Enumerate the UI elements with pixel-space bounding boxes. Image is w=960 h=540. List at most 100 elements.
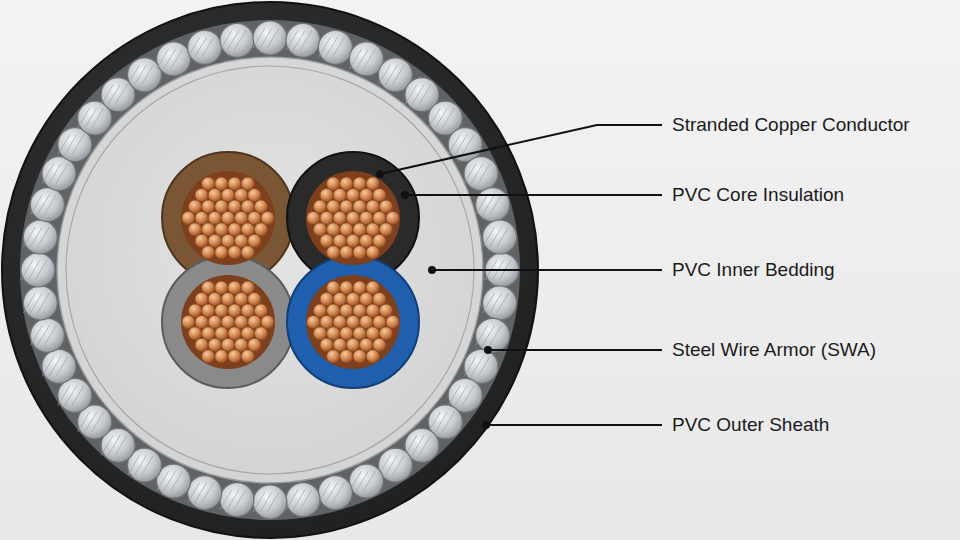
copper-strand bbox=[241, 327, 254, 340]
leader-dot bbox=[482, 421, 490, 429]
copper-strand bbox=[340, 223, 353, 236]
copper-strand bbox=[333, 315, 346, 328]
copper-strand bbox=[202, 350, 215, 363]
core-insulation bbox=[162, 152, 419, 388]
copper-strand bbox=[195, 234, 208, 247]
armor-wire bbox=[378, 448, 412, 482]
copper-strand bbox=[221, 338, 234, 351]
copper-strand bbox=[221, 234, 234, 247]
part-label: PVC Core Insulation bbox=[672, 184, 844, 207]
copper-strand bbox=[353, 177, 366, 190]
armor-wire bbox=[58, 378, 92, 412]
copper-strand bbox=[202, 327, 215, 340]
copper-strand bbox=[313, 327, 326, 340]
copper-strand bbox=[327, 281, 340, 294]
copper-strand bbox=[313, 200, 326, 213]
armor-wire bbox=[42, 349, 76, 383]
copper-strand bbox=[188, 200, 201, 213]
copper-strand bbox=[241, 223, 254, 236]
inner-bedding bbox=[57, 57, 483, 483]
armor-wire bbox=[483, 286, 517, 320]
copper-strand bbox=[360, 293, 373, 306]
copper-strand bbox=[228, 350, 241, 363]
copper-strand bbox=[261, 211, 274, 224]
copper-strand bbox=[333, 293, 346, 306]
armor-wire bbox=[476, 318, 510, 352]
copper-strand bbox=[366, 223, 379, 236]
copper-strand bbox=[353, 304, 366, 317]
copper-conductor bbox=[181, 171, 400, 369]
copper-strand bbox=[360, 211, 373, 224]
armor-wire bbox=[128, 58, 162, 92]
leader-dots bbox=[376, 170, 492, 429]
copper-strand bbox=[386, 211, 399, 224]
armor-wire bbox=[253, 21, 287, 55]
copper-strand bbox=[241, 304, 254, 317]
armor-wire bbox=[318, 30, 352, 64]
copper-strand bbox=[313, 223, 326, 236]
leader-line bbox=[486, 424, 662, 426]
copper-strand bbox=[215, 350, 228, 363]
copper-strand bbox=[202, 246, 215, 259]
copper-strand bbox=[235, 293, 248, 306]
copper-strand bbox=[195, 338, 208, 351]
copper-strand bbox=[248, 211, 261, 224]
copper-strand bbox=[360, 315, 373, 328]
armor-wire bbox=[188, 476, 222, 510]
copper-strand bbox=[320, 189, 333, 202]
copper-strand bbox=[346, 338, 359, 351]
copper-strand bbox=[215, 223, 228, 236]
copper-strand bbox=[228, 281, 241, 294]
copper-strand bbox=[340, 304, 353, 317]
copper-strand bbox=[195, 315, 208, 328]
copper-strand bbox=[366, 350, 379, 363]
armor-wire bbox=[42, 157, 76, 191]
copper-strand bbox=[327, 304, 340, 317]
copper-strand bbox=[373, 189, 386, 202]
copper-strand bbox=[228, 177, 241, 190]
armor-wire bbox=[23, 220, 57, 254]
copper-strand bbox=[235, 189, 248, 202]
armor-wire bbox=[286, 483, 320, 517]
copper-strand bbox=[215, 200, 228, 213]
copper-strand bbox=[320, 315, 333, 328]
copper-strand bbox=[379, 223, 392, 236]
copper-strand bbox=[346, 189, 359, 202]
copper-strand bbox=[353, 223, 366, 236]
copper-strand bbox=[340, 350, 353, 363]
copper-strand bbox=[188, 223, 201, 236]
copper-strand bbox=[202, 304, 215, 317]
leader-lines bbox=[380, 125, 662, 425]
copper-strand bbox=[346, 211, 359, 224]
copper-strand bbox=[208, 315, 221, 328]
copper-strand bbox=[235, 234, 248, 247]
leader-line bbox=[405, 194, 662, 196]
copper-strand bbox=[221, 293, 234, 306]
armor-wire bbox=[464, 349, 498, 383]
copper-strand bbox=[340, 177, 353, 190]
copper-strand bbox=[327, 350, 340, 363]
copper-strand bbox=[228, 246, 241, 259]
copper-strand bbox=[360, 189, 373, 202]
armor-wire bbox=[483, 220, 517, 254]
copper-strand bbox=[373, 315, 386, 328]
copper-strand bbox=[215, 304, 228, 317]
copper-strand bbox=[386, 315, 399, 328]
armor-wire bbox=[286, 23, 320, 57]
copper-strand bbox=[327, 200, 340, 213]
copper-strand bbox=[327, 223, 340, 236]
armor-wire bbox=[476, 188, 510, 222]
copper-strand bbox=[373, 234, 386, 247]
armor-wire bbox=[220, 483, 254, 517]
copper-strand bbox=[313, 304, 326, 317]
copper-strand bbox=[320, 338, 333, 351]
copper-strand bbox=[366, 304, 379, 317]
part-label: Steel Wire Armor (SWA) bbox=[672, 339, 876, 362]
copper-strand bbox=[208, 338, 221, 351]
copper-strand bbox=[182, 315, 195, 328]
copper-strand bbox=[254, 223, 267, 236]
armor-wire bbox=[253, 485, 287, 519]
copper-strand bbox=[241, 281, 254, 294]
copper-strand bbox=[248, 315, 261, 328]
copper-strand bbox=[195, 211, 208, 224]
